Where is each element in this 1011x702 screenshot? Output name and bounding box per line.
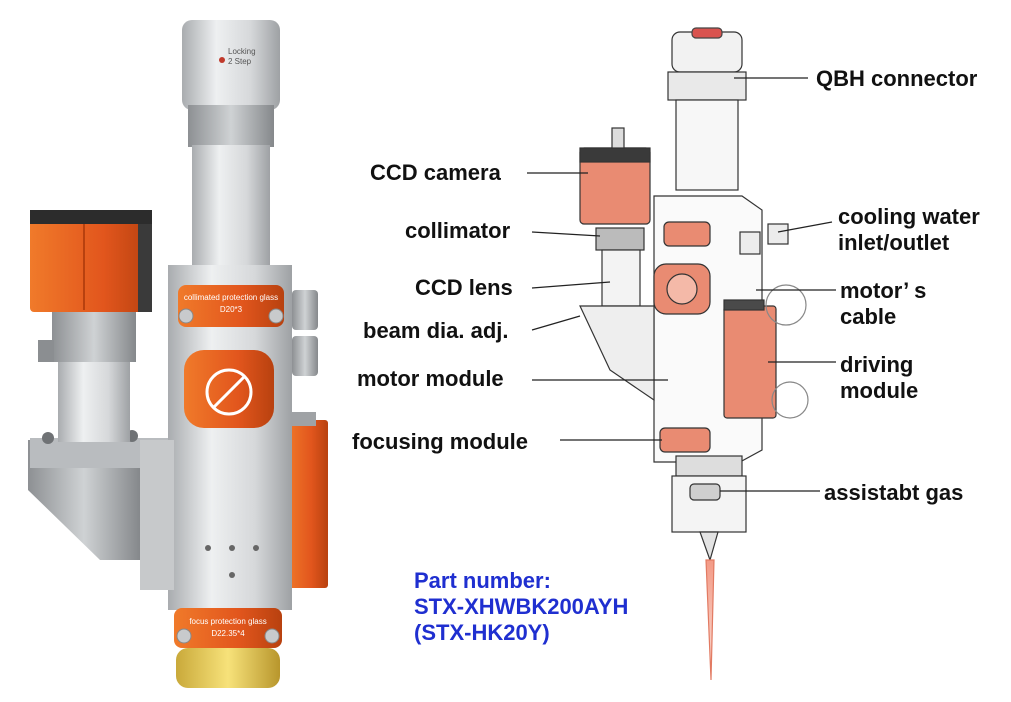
photo-collimated-glass-dim: D20*3	[220, 305, 243, 314]
photo-ccd-lens-ring	[52, 310, 136, 362]
photo-focus-glass-text: focus protection glass	[189, 617, 266, 626]
photo-camera-back	[138, 224, 152, 312]
photo-screw	[42, 432, 54, 444]
drawing-collimated-plate	[663, 221, 711, 247]
photo-step-text: 2 Step	[228, 57, 252, 66]
drawing-laser-beam	[705, 559, 715, 681]
photo-ccd-lens	[58, 360, 130, 442]
part-number-alt: (STX-HK20Y)	[414, 620, 550, 645]
photo-locking-text: Locking	[228, 47, 256, 56]
label-ccd-lens: CCD lens	[415, 275, 513, 300]
label-cooling-water: cooling water inlet/outlet	[838, 204, 980, 255]
photo-qbh-connector	[182, 20, 280, 110]
product-photo: Locking 2 Step collimated protection gla…	[28, 20, 328, 688]
drawing-bracket	[579, 305, 655, 402]
photo-water-fitting	[292, 336, 318, 376]
photo-focus-glass-plate	[174, 608, 282, 648]
label-assist-gas: assistabt gas	[824, 480, 964, 505]
drawing-collimator-ring	[595, 227, 645, 251]
photo-ccd-camera	[30, 210, 152, 312]
photo-camera-top	[30, 210, 152, 224]
part-number-value: STX-XHWBK200AYH	[414, 594, 629, 619]
part-number-title: Part number:	[414, 568, 551, 593]
label-qbh-connector: QBH connector	[816, 66, 978, 91]
photo-focus-glass-dim: D22.35*4	[211, 629, 245, 638]
label-focusing-module: focusing module	[352, 429, 528, 454]
label-ccd-camera: CCD camera	[370, 160, 501, 185]
drawing-water-fitting	[767, 223, 789, 245]
photo-water-fitting	[292, 290, 318, 330]
drawing-ccd-lens	[601, 249, 641, 307]
photo-upper-tube	[192, 145, 270, 270]
label-driving-module: driving module	[840, 352, 919, 403]
label-beam-dia-adj: beam dia. adj.	[363, 318, 509, 343]
label-collimator: collimator	[405, 218, 511, 243]
photo-motor-knob	[184, 350, 274, 428]
photo-collimated-glass-plate	[178, 285, 284, 327]
photo-driving-module	[286, 420, 328, 588]
label-motor-module: motor module	[357, 366, 504, 391]
photo-collimated-glass-text: collimated protection glass	[184, 293, 278, 302]
drawing-water-fitting	[739, 231, 761, 255]
photo-knob	[38, 340, 54, 362]
photo-nozzle-ring	[176, 648, 280, 688]
drawing-upper-tube	[675, 99, 739, 191]
photo-lock-icon	[205, 368, 253, 416]
technical-drawing	[579, 27, 809, 681]
photo-qbh-ring	[188, 105, 274, 147]
label-motor-cable: motor’ s cable	[840, 278, 927, 329]
part-number-block: Part number: STX-XHWBK200AYH (STX-HK20Y)	[414, 568, 628, 646]
photo-bracket	[28, 440, 140, 560]
leader-lines	[527, 77, 836, 492]
drawing-focus-plate	[659, 427, 711, 453]
